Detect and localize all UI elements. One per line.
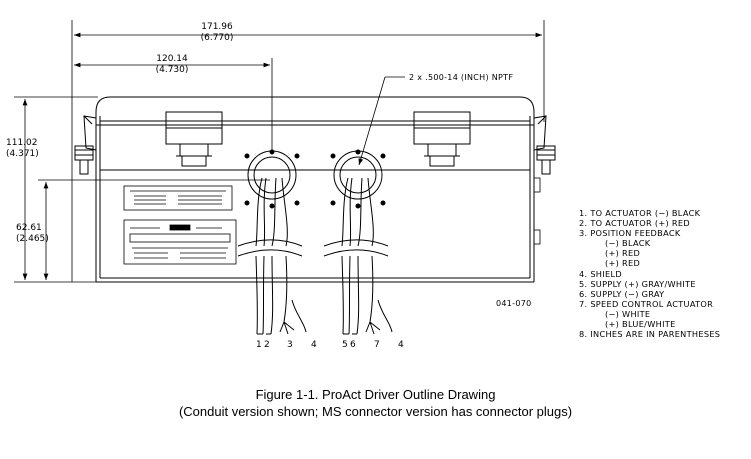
note-line: 8. INCHES ARE IN PARENTHESES <box>579 329 721 340</box>
note-line: 3. POSITION FEEDBACK <box>579 228 681 239</box>
note-line: 5. SUPPLY (+) GRAY/WHITE <box>579 278 696 289</box>
dimension-overall-width <box>71 20 545 282</box>
wire-number: 4 <box>311 340 317 350</box>
note-line: 6. SUPPLY (−) GRAY <box>579 288 665 299</box>
note-line: 2. TO ACTUATOR (+) RED <box>579 218 690 229</box>
wire-number: 2 <box>264 340 270 350</box>
drawing-number: 041-070 <box>496 299 532 308</box>
partial-height-in: (2.465) <box>16 234 49 244</box>
manufacturer-label <box>123 185 233 211</box>
note-line: (−) BLACK <box>605 238 651 249</box>
wire-number: 7 <box>374 340 380 350</box>
enclosure <box>95 96 535 283</box>
dimension-partial-height <box>38 179 270 280</box>
partial-height-mm: 62.61 <box>16 223 42 233</box>
wire-bundle-left <box>237 177 307 335</box>
dimension-overall-height <box>14 96 98 283</box>
side-fittings <box>533 177 541 245</box>
wire-number: 4 <box>398 340 404 350</box>
overall-width-in: (6.770) <box>201 33 234 43</box>
figure-caption-title: Figure 1-1. ProAct Driver Outline Drawin… <box>255 387 496 402</box>
partial-width-mm: 120.14 <box>156 54 188 64</box>
wire-number: 3 <box>287 340 293 350</box>
conduit-fitting-left <box>244 149 300 209</box>
overall-height-mm: 111.02 <box>6 138 38 148</box>
wire-number: 6 <box>350 340 356 350</box>
conduit-fitting-right <box>330 149 386 209</box>
wire-bundle-right <box>323 177 393 335</box>
outline-drawing: 171.96 (6.770) 120.14 (4.730) 111.02 (4.… <box>6 20 556 350</box>
note-line: (+) BLUE/WHITE <box>605 319 676 330</box>
cover-clamp-right <box>413 111 471 167</box>
note-line: (+) RED <box>605 248 641 259</box>
wire-number: 1 <box>256 340 262 350</box>
part-number-label <box>123 219 237 265</box>
note-line: 4. SHIELD <box>579 268 622 279</box>
note-line: 1. TO ACTUATOR (−) BLACK <box>579 208 701 218</box>
partial-width-in: (4.730) <box>156 65 189 75</box>
left-mounting-bracket <box>74 115 97 175</box>
conduit-callout-leader <box>358 76 405 166</box>
overall-height-in: (4.371) <box>6 149 39 159</box>
overall-width-mm: 171.96 <box>201 22 233 32</box>
conduit-callout-text: 2 x .500-14 (INCH) NPTF <box>409 73 513 82</box>
figure-caption-subtitle: (Conduit version shown; MS connector ver… <box>178 404 573 419</box>
note-line: 7. SPEED CONTROL ACTUATOR <box>579 298 714 309</box>
right-mounting-bracket <box>533 115 556 175</box>
note-line: (−) WHITE <box>605 308 651 319</box>
wire-notes: 1. TO ACTUATOR (−) BLACK 2. TO ACTUATOR … <box>579 208 749 339</box>
cover-clamp-left <box>165 111 223 167</box>
dimension-partial-width <box>74 58 273 150</box>
wire-number: 5 <box>342 340 348 350</box>
note-line: (+) RED <box>605 258 641 269</box>
